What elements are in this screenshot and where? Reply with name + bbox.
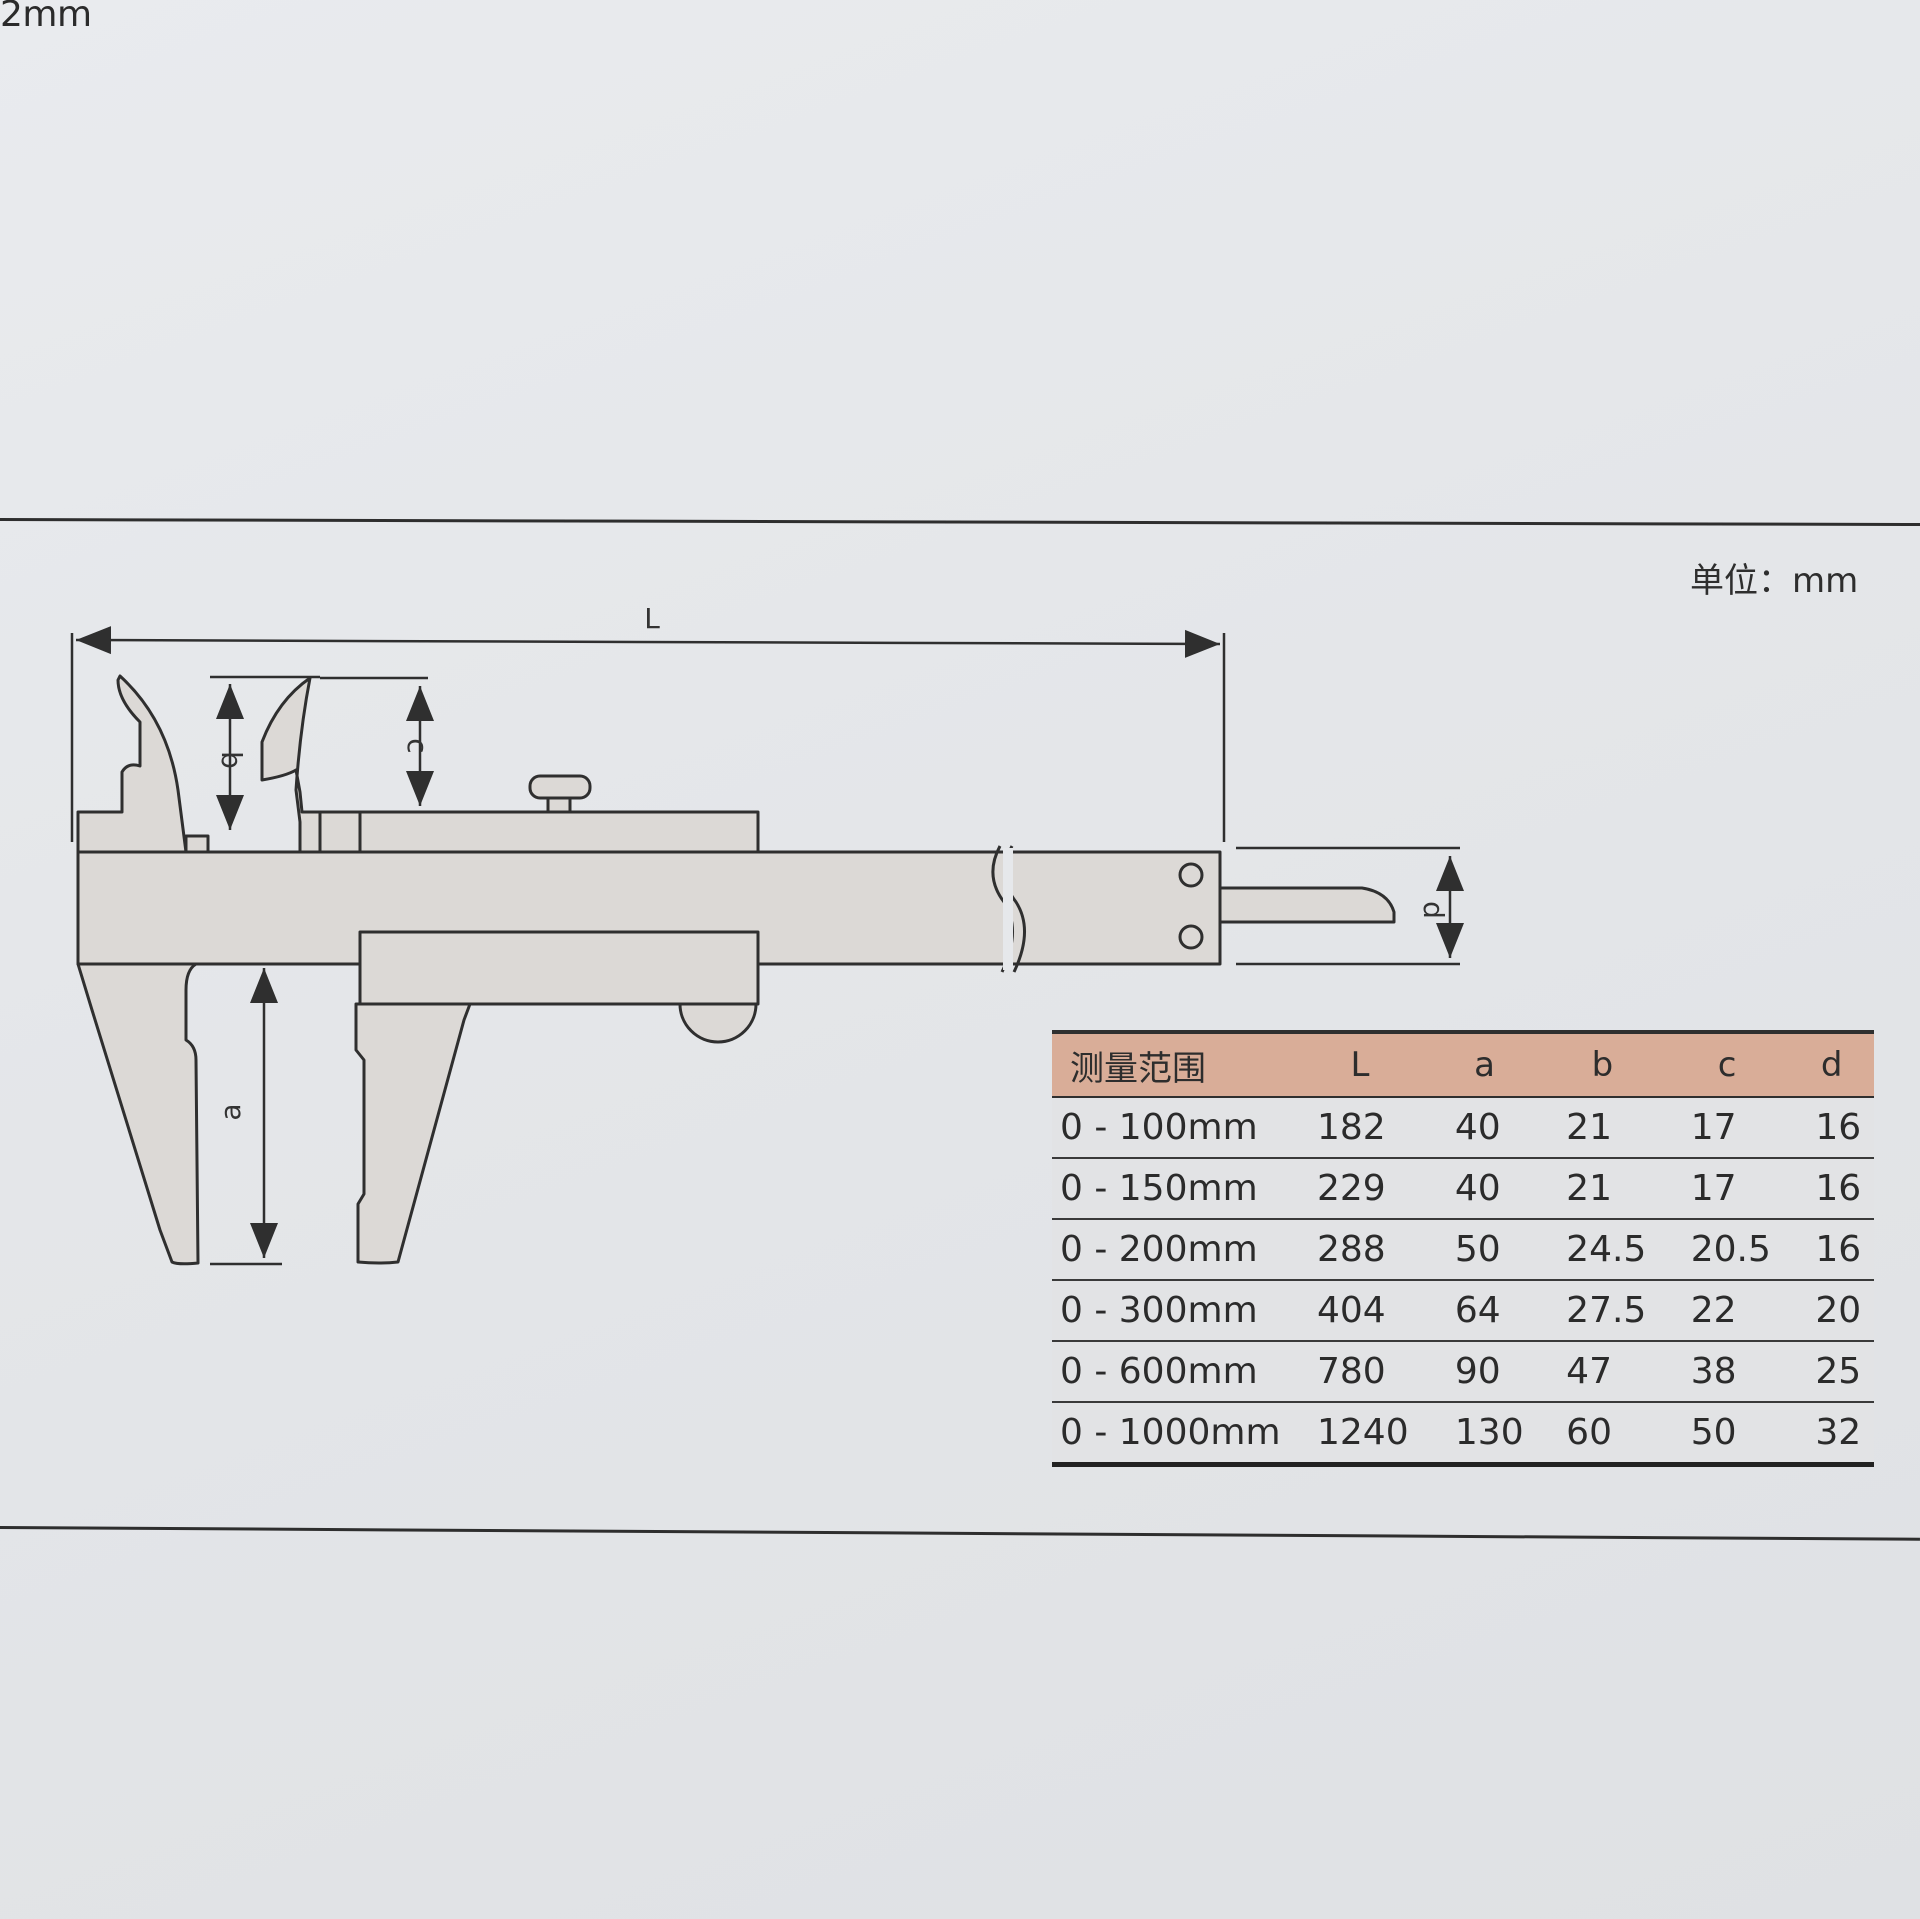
header-c: c	[1664, 1030, 1790, 1098]
table-row: 0 - 600mm 780 90 47 38 25	[1052, 1341, 1874, 1403]
cell-c: 20.5	[1664, 1219, 1790, 1281]
cell-range: 0 - 100mm	[1052, 1097, 1291, 1159]
cell-c: 50	[1664, 1402, 1790, 1467]
cell-c: 17	[1664, 1158, 1790, 1220]
cell-range: 0 - 600mm	[1052, 1341, 1291, 1403]
cell-a: 40	[1428, 1097, 1541, 1159]
cell-b: 47	[1540, 1341, 1665, 1403]
cell-L: 182	[1291, 1097, 1429, 1159]
cell-L: 229	[1291, 1158, 1429, 1220]
corner-text: 2mm	[0, 0, 92, 35]
cell-c: 17	[1664, 1097, 1790, 1159]
fixed-lower-jaw	[76, 962, 200, 1266]
cell-b: 27.5	[1540, 1280, 1665, 1342]
header-range: 测量范围	[1052, 1030, 1291, 1098]
table-header-row: 测量范围 L a b c d	[1052, 1030, 1874, 1098]
table-row: 0 - 1000mm 1240 130 60 50 32	[1052, 1402, 1874, 1467]
unit-label: 单位：mm	[1690, 561, 1859, 601]
lock-screw-stem	[546, 796, 572, 814]
cell-a: 90	[1428, 1341, 1541, 1403]
dim-label-d: d	[1417, 901, 1450, 919]
cell-L: 404	[1291, 1280, 1429, 1342]
spec-table: 测量范围 L a b c d 0 - 100mm 182 40 21 17 16…	[1052, 1030, 1874, 1467]
cell-b: 60	[1540, 1402, 1665, 1467]
cell-a: 64	[1428, 1280, 1541, 1342]
movable-upper-jaw	[260, 676, 322, 854]
cell-b: 24.5	[1540, 1219, 1665, 1281]
cell-a: 50	[1428, 1219, 1541, 1281]
table-row: 0 - 200mm 288 50 24.5 20.5 16	[1052, 1219, 1874, 1281]
fixed-jaw	[76, 674, 188, 854]
cell-d: 20	[1789, 1280, 1874, 1342]
table-row: 0 - 300mm 404 64 27.5 22 20	[1052, 1280, 1874, 1342]
lock-screw-knob	[528, 774, 592, 800]
dim-label-a: a	[214, 1103, 247, 1120]
slider-top-plate	[358, 810, 760, 854]
cell-d: 25	[1789, 1341, 1874, 1403]
depth-rod	[1218, 886, 1396, 924]
dim-label-c: c	[401, 738, 434, 753]
cell-d: 16	[1789, 1097, 1874, 1159]
thumb-wheel	[678, 1002, 758, 1044]
header-b: b	[1540, 1030, 1665, 1098]
cell-b: 21	[1540, 1158, 1665, 1220]
cell-d: 16	[1789, 1158, 1874, 1220]
cell-b: 21	[1540, 1097, 1665, 1159]
header-d: d	[1789, 1030, 1874, 1098]
dim-label-L: L	[644, 602, 660, 635]
dim-label-b: b	[215, 751, 248, 769]
cell-range: 0 - 300mm	[1052, 1280, 1291, 1342]
end-screw-top	[1178, 862, 1204, 888]
cell-c: 38	[1664, 1341, 1790, 1403]
cell-range: 0 - 150mm	[1052, 1158, 1291, 1220]
slider-back	[318, 810, 362, 854]
spec-table-wrap: 测量范围 L a b c d 0 - 100mm 182 40 21 17 16…	[1052, 1030, 1874, 1467]
end-screw-bottom	[1178, 924, 1204, 950]
cell-range: 0 - 200mm	[1052, 1219, 1291, 1281]
cell-L: 288	[1291, 1219, 1429, 1281]
header-L: L	[1291, 1030, 1429, 1098]
cell-L: 780	[1291, 1341, 1429, 1403]
table-row: 0 - 150mm 229 40 21 17 16	[1052, 1158, 1874, 1220]
cell-L: 1240	[1291, 1402, 1429, 1467]
cell-a: 40	[1428, 1158, 1541, 1220]
cell-a: 130	[1428, 1402, 1541, 1467]
cell-d: 32	[1789, 1402, 1874, 1467]
slider-bottom-plate	[358, 930, 760, 1006]
beam-top-step	[184, 834, 210, 854]
cell-d: 16	[1789, 1219, 1874, 1281]
movable-lower-jaw	[354, 1002, 472, 1265]
header-a: a	[1428, 1030, 1541, 1098]
cell-range: 0 - 1000mm	[1052, 1402, 1291, 1467]
cell-c: 22	[1664, 1280, 1790, 1342]
table-row: 0 - 100mm 182 40 21 17 16	[1052, 1097, 1874, 1159]
